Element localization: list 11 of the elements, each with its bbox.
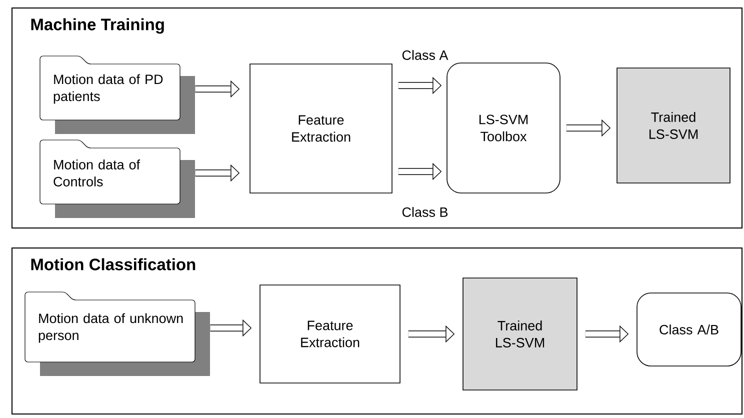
process-box: Trained LS-SVM <box>616 68 730 184</box>
process-box: Feature Extraction <box>250 64 392 194</box>
folder-box: Motion data of PD patients <box>40 56 195 134</box>
edge-label: Class A <box>402 50 448 60</box>
folder-box: Motion data of unknown person <box>24 292 210 376</box>
process-box: Feature Extraction <box>260 284 400 384</box>
process-box: Trained LS-SVM <box>462 278 578 390</box>
edge-label: Class B <box>402 207 448 217</box>
folder-box: Motion data of Controls <box>40 140 195 218</box>
rounded-box: LS-SVM Toolbox <box>446 62 560 194</box>
rounded-box: Class A/B <box>636 292 742 366</box>
